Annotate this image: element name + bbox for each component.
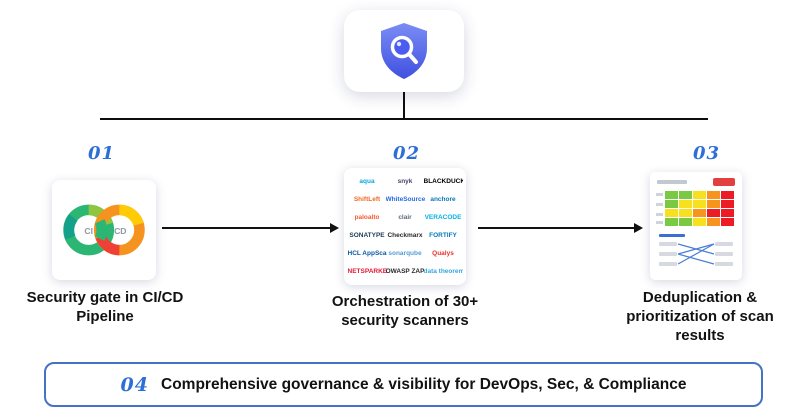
results-dashboard-thumbnail [650,172,742,280]
scanner-logo: Checkmarx [387,232,423,239]
scanner-logo: sonarqube [388,250,422,258]
cd-label: CD [114,226,126,236]
cicd-pipeline-graphic: CI CD [52,180,156,280]
step3-caption: Deduplication & prioritization of scan r… [626,289,774,344]
scanner-logo: VERACODE [424,213,462,221]
risk-heatmap [656,191,734,226]
scanner-logo: clair [398,213,412,221]
scanner-logo: HCL AppScan [347,250,387,258]
scanner-logo: WhiteSource [385,195,425,203]
arrow-step1-to-step2 [162,223,339,233]
scanner-logo: SONATYPE [349,232,385,239]
scanner-logo: NETSPARKER [347,268,387,276]
step-number-2: 02 [393,143,421,164]
scanner-logo: Qualys [432,250,454,258]
scanner-logo: ShiftLeft [353,195,381,203]
step2-caption: Orchestration of 30+ security scanners [331,293,479,329]
governance-banner: 04 Comprehensive governance & visibility… [44,362,763,407]
scanner-logo: paloalto [354,213,380,221]
scanner-logo: anchore [430,195,456,203]
connector-horizontal [100,118,708,120]
dedup-mapping [659,234,733,266]
shield-scan-icon [381,23,427,79]
step-number-3: 03 [693,143,721,164]
connector-vertical [403,92,405,119]
arrow-step2-to-step3 [478,223,643,233]
product-logo-card [344,10,464,92]
scanner-logo: aqua [359,177,375,185]
cicd-infinity-icon: CI CD [63,204,145,256]
scanner-logo: BLACKDUCK [423,177,463,185]
step-number-4: 04 [120,373,149,396]
risk-matrix-thumbnail [653,176,739,276]
scanner-logo: FORTIFY [429,232,457,239]
scanner-logo: data theorem [423,268,463,276]
step1-caption: Security gate in CI/CD Pipeline [26,289,184,325]
step4-caption: Comprehensive governance & visibility fo… [161,375,687,393]
step-number-1: 01 [88,143,116,164]
scanner-logo: snyk [397,177,413,185]
ci-label: CI [84,226,93,236]
scanner-logo-grid: aqua snyk BLACKDUCK ShiftLeft WhiteSourc… [344,168,466,285]
scanner-logo: OWASP ZAP [385,268,425,276]
